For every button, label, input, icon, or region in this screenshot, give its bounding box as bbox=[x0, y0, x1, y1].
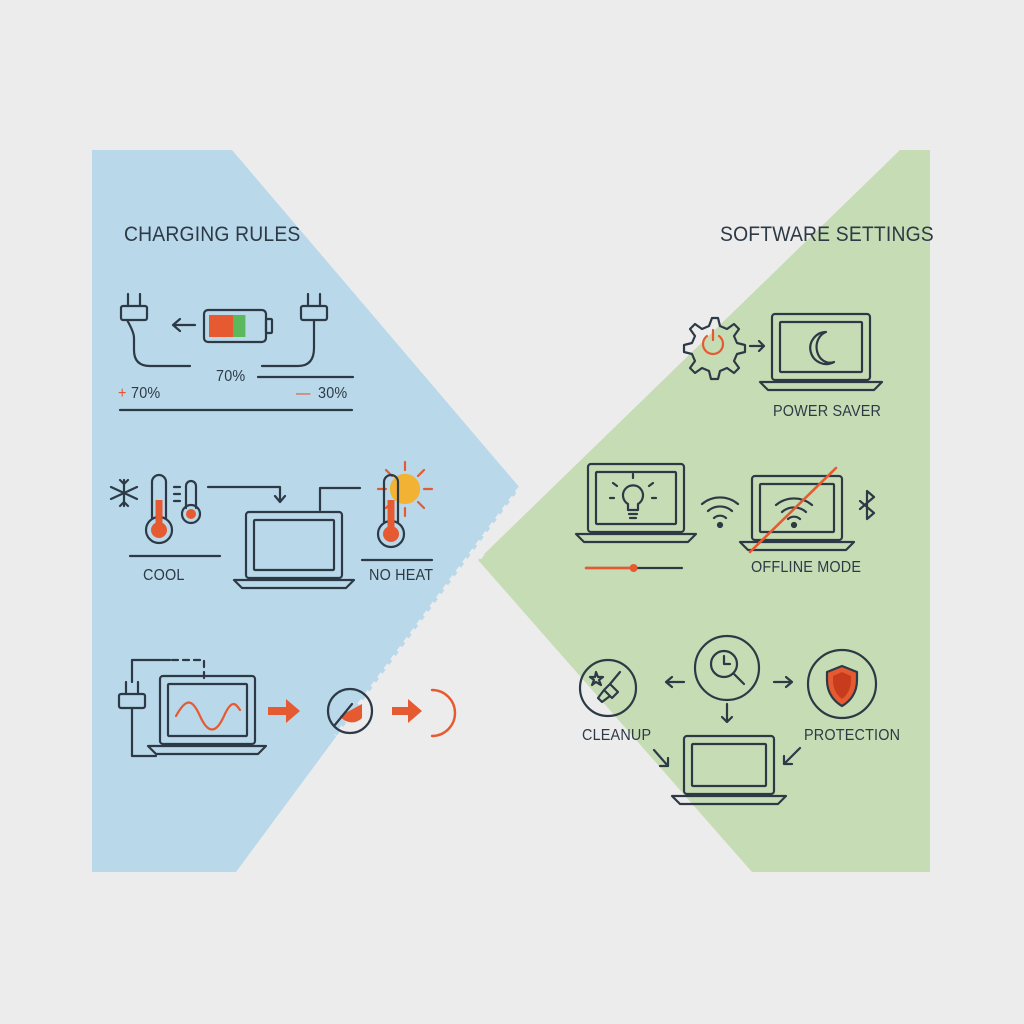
plug-icon bbox=[119, 292, 192, 368]
right-section-title: SOFTWARE SETTINGS bbox=[720, 223, 934, 246]
protection-label: PROTECTION bbox=[804, 727, 901, 744]
wifi-icon bbox=[700, 496, 740, 529]
power-arc bbox=[430, 688, 457, 738]
power-icon bbox=[326, 687, 374, 735]
snowflake-icon bbox=[109, 478, 139, 508]
battery-center-label: 70% bbox=[216, 368, 246, 385]
thermometer-small-icon bbox=[172, 479, 202, 525]
arrow-to-laptop bbox=[206, 485, 287, 504]
down-arrow-icon bbox=[720, 702, 734, 724]
laptop-icon bbox=[232, 510, 356, 590]
left-section-title: CHARGING RULES bbox=[124, 223, 301, 246]
dashed-connector bbox=[170, 658, 206, 680]
upper-sign: + bbox=[118, 385, 127, 402]
laptop-icon bbox=[738, 474, 856, 552]
thermometer-hot-icon bbox=[376, 473, 406, 549]
right-panel bbox=[478, 150, 930, 872]
left-arrow-icon bbox=[664, 675, 686, 689]
right-panel-dashed-edge bbox=[476, 398, 610, 562]
divider-line bbox=[118, 375, 355, 412]
arrow-icon bbox=[268, 699, 300, 723]
lower-sign: — bbox=[296, 385, 311, 402]
broom-icon bbox=[578, 658, 638, 718]
brightness-slider bbox=[584, 564, 684, 572]
cleanup-label: CLEANUP bbox=[582, 727, 652, 744]
laptop-icon bbox=[146, 674, 268, 756]
upper-value: 70% bbox=[131, 385, 161, 402]
wifi-off-icon bbox=[748, 466, 838, 554]
moon-icon bbox=[809, 330, 836, 366]
arrow-right-icon bbox=[772, 675, 794, 689]
arrow-right-icon bbox=[748, 339, 766, 353]
bluetooth-icon bbox=[858, 489, 876, 521]
clock-search-icon bbox=[693, 634, 761, 702]
plug-icon bbox=[117, 658, 172, 758]
thermometer-icon bbox=[144, 473, 174, 545]
arrow-icon bbox=[392, 699, 422, 723]
left-panel-dashed-edge bbox=[334, 486, 522, 738]
lightbulb-icon bbox=[608, 472, 658, 520]
cool-label: COOL bbox=[143, 567, 185, 584]
power-saver-label: POWER SAVER bbox=[773, 403, 882, 420]
diagonal-arrow-icon bbox=[782, 746, 802, 766]
lower-value: 30% bbox=[318, 385, 348, 402]
laptop-icon bbox=[670, 734, 788, 806]
laptop-icon bbox=[574, 462, 698, 544]
offline-mode-label: OFFLINE MODE bbox=[751, 559, 862, 576]
wave-line bbox=[174, 701, 242, 731]
connector-line bbox=[318, 486, 362, 512]
laptop-icon bbox=[758, 312, 884, 392]
plug-icon bbox=[260, 292, 329, 368]
shield-icon bbox=[806, 648, 878, 720]
diagonal-arrow-icon bbox=[652, 748, 670, 768]
battery-icon bbox=[202, 308, 274, 344]
gear-power-icon bbox=[682, 316, 747, 381]
sun-icon bbox=[376, 460, 434, 518]
no-heat-label: NO HEAT bbox=[369, 567, 434, 584]
left-arrow-icon bbox=[171, 317, 197, 333]
